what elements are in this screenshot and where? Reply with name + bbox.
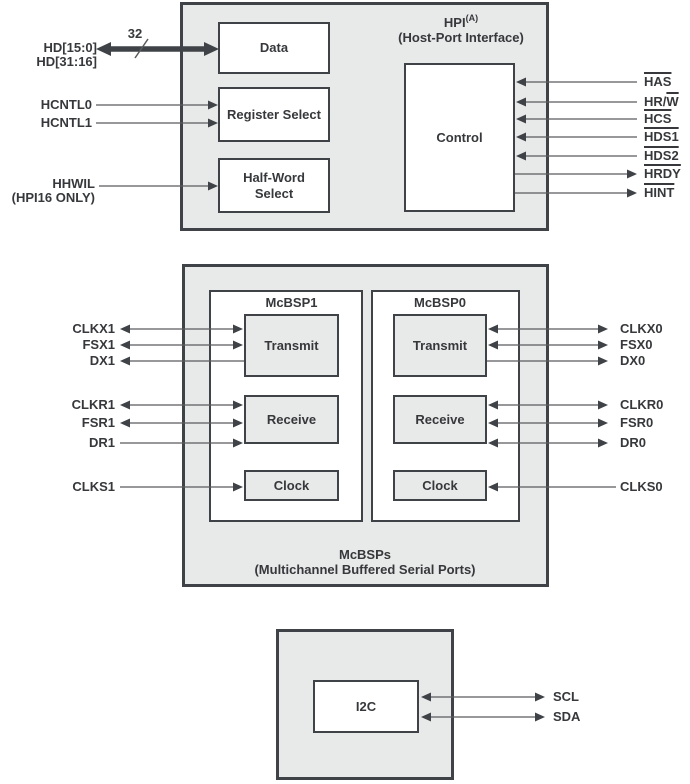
register-select-box: Register Select xyxy=(218,87,330,142)
data-box: Data xyxy=(218,22,330,74)
signal-hds2-label: HDS2 xyxy=(644,148,679,163)
signal-clks1-label: CLKS1 xyxy=(72,479,115,494)
signal-has-label: HAS xyxy=(644,74,672,89)
mcbsp0-clock-box: Clock xyxy=(393,470,487,501)
clkr0-arrowhead-right xyxy=(598,400,608,410)
clkr1-arrowhead-left xyxy=(120,400,130,410)
hd-bus-label: HD[15:0] HD[31:16] xyxy=(15,41,97,69)
mcbsp1-receive-label: Receive xyxy=(266,411,317,427)
mcbsp1-title: McBSP1 xyxy=(265,295,318,310)
signal-clkr0-label: CLKR0 xyxy=(620,397,664,412)
signal-clks0-label: CLKS0 xyxy=(620,479,663,494)
mcbsp1-transmit-box: Transmit xyxy=(244,314,339,377)
hint-arrowhead xyxy=(627,188,637,198)
signal-hcs-label: HCS xyxy=(644,111,672,126)
scl-arrowhead-right xyxy=(535,692,545,702)
mcbsp0-clock-label: Clock xyxy=(422,477,458,493)
signal-dx0-label: DX0 xyxy=(620,353,646,368)
mcbsp0-receive-box: Receive xyxy=(393,395,487,444)
hhwil-label-line1: HHWIL xyxy=(52,176,95,191)
hhwil-label: HHWIL (HPI16 ONLY) xyxy=(2,177,95,205)
signal-fsr1-label: FSR1 xyxy=(81,415,115,430)
control-box: Control xyxy=(404,63,515,212)
signal-hint-label: HINT xyxy=(644,185,675,200)
bus-width-slash xyxy=(134,38,149,59)
sda-arrowhead-right xyxy=(535,712,545,722)
hpi-title: HPI(A) (Host-Port Interface) xyxy=(371,11,551,45)
clkx0-arrowhead-right xyxy=(598,324,608,334)
mcbsp1-clock-label: Clock xyxy=(273,477,310,493)
register-select-label: Register Select xyxy=(227,106,321,122)
signal-fsr0-label: FSR0 xyxy=(620,415,654,430)
signal-dr1-label: DR1 xyxy=(88,435,115,450)
hd-bus-label-line1: HD[15:0] xyxy=(43,40,97,55)
mcbsps-caption-line2: (Multichannel Buffered Serial Ports) xyxy=(254,562,476,577)
hpi-title-footnote: (A) xyxy=(465,13,479,23)
half-word-line1: Half-Word xyxy=(243,169,305,185)
mcbsp0-transmit-box: Transmit xyxy=(393,314,487,377)
mcbsps-caption: McBSPs (Multichannel Buffered Serial Por… xyxy=(165,547,565,577)
dr0-arrowhead-right xyxy=(598,438,608,448)
hd-bus-label-line2: HD[31:16] xyxy=(36,54,97,69)
half-word-select-label: Half-Word Select xyxy=(243,170,305,202)
signal-dx1-label: DX1 xyxy=(89,353,115,368)
signal-fsx1-label: FSX1 xyxy=(82,337,115,352)
i2c-box: I2C xyxy=(313,680,419,733)
control-box-label: Control xyxy=(436,129,483,145)
signal-clkx0-label: CLKX0 xyxy=(620,321,663,336)
hcntl1-label: HCNTL1 xyxy=(40,115,92,130)
signal-sda-label: SDA xyxy=(553,709,581,724)
fsr1-arrowhead-left xyxy=(120,418,130,428)
signal-hrw-pre: HR/ xyxy=(644,94,667,109)
mcbsp0-receive-label: Receive xyxy=(415,411,465,427)
half-word-line2: Select xyxy=(254,185,294,201)
signal-scl-label: SCL xyxy=(553,689,579,704)
mcbsp1-transmit-label: Transmit xyxy=(264,337,319,353)
mcbsps-caption-line1: McBSPs xyxy=(338,547,392,562)
hpi-title-line1: HPI(A) xyxy=(371,11,551,30)
mcbsp0-transmit-label: Transmit xyxy=(412,337,468,353)
hhwil-label-line2: (HPI16 ONLY) xyxy=(11,190,95,205)
signal-clkr1-label: CLKR1 xyxy=(71,397,115,412)
signal-dr0-label: DR0 xyxy=(620,435,647,450)
data-box-label: Data xyxy=(259,40,289,55)
hpi-title-text: HPI xyxy=(443,15,466,30)
signal-hds1-label: HDS1 xyxy=(644,129,679,144)
clkx1-arrowhead-left xyxy=(120,324,130,334)
signal-fsx0-label: FSX0 xyxy=(620,337,653,352)
hrdy-arrowhead xyxy=(627,169,637,179)
mcbsp0-title: McBSP0 xyxy=(413,295,467,310)
mcbsp1-receive-box: Receive xyxy=(244,395,339,444)
fsx0-arrowhead-right xyxy=(598,340,608,350)
hpi-subtitle: (Host-Port Interface) xyxy=(398,30,524,45)
signal-clkx1-label: CLKX1 xyxy=(72,321,115,336)
signal-hrw-label: HR/W xyxy=(644,94,679,110)
signal-hrdy-label: HRDY xyxy=(644,166,681,181)
hd-bus-arrowhead-left xyxy=(96,42,111,56)
dx1-arrowhead-left xyxy=(120,356,130,366)
bus-width-label: 32 xyxy=(127,26,143,41)
half-word-select-box: Half-Word Select xyxy=(218,158,330,213)
mcbsp1-clock-box: Clock xyxy=(244,470,339,501)
fsr0-arrowhead-right xyxy=(598,418,608,428)
dx0-arrowhead xyxy=(598,356,608,366)
i2c-box-label: I2C xyxy=(355,698,377,714)
hcntl0-label: HCNTL0 xyxy=(40,97,92,112)
fsx1-arrowhead-left xyxy=(120,340,130,350)
signal-hrw-over: W xyxy=(666,94,679,109)
